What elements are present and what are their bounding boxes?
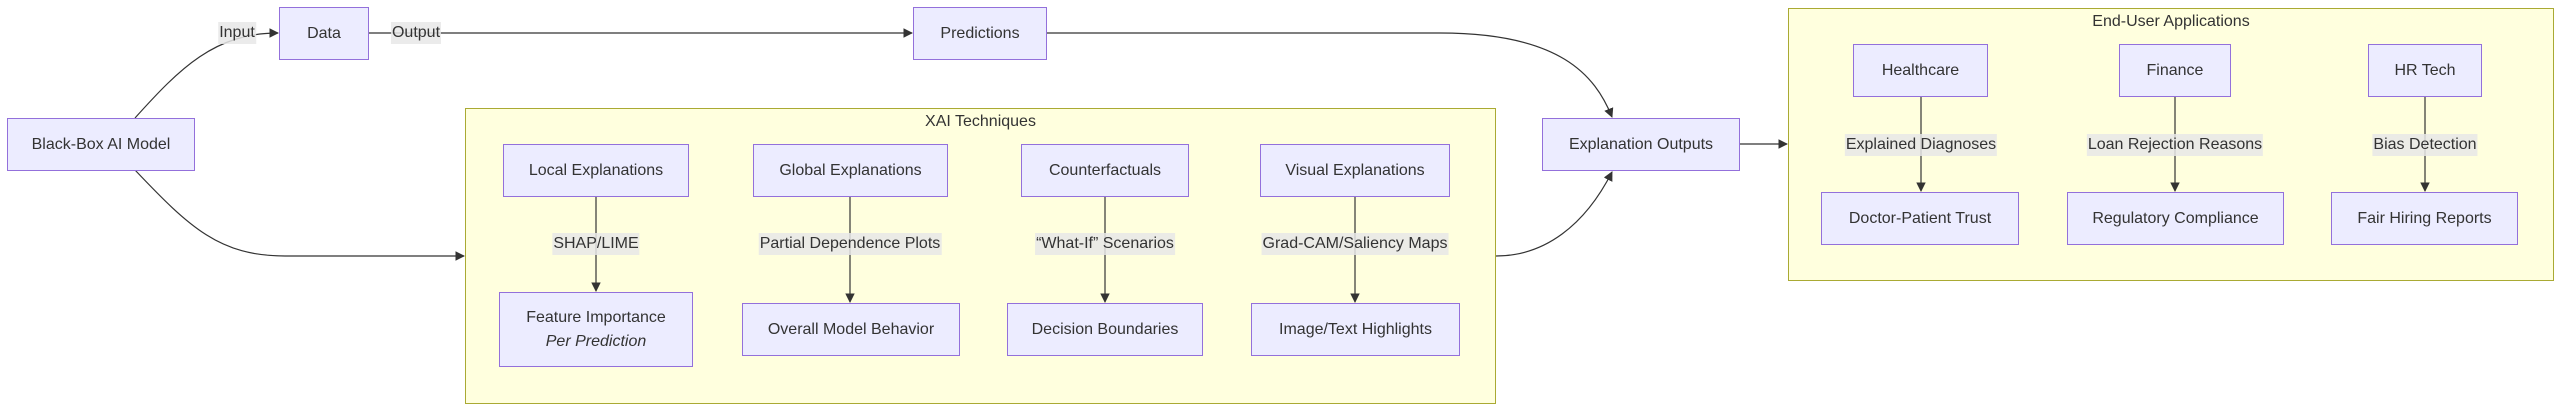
edge-model-to-data [134, 28, 279, 119]
healthcare-node[interactable]: Healthcare [1853, 44, 1988, 97]
node-label: HR Tech [2394, 61, 2456, 79]
node-label: Local Explanations [528, 161, 664, 179]
counterfactuals-node[interactable]: Counterfactuals [1021, 144, 1189, 197]
global-explanations-node[interactable]: Global Explanations [753, 144, 948, 197]
fair-hiring-reports-node[interactable]: Fair Hiring Reports [2331, 192, 2518, 245]
regulatory-compliance-node[interactable]: Regulatory Compliance [2067, 192, 2284, 245]
image-text-highlights-node[interactable]: Image/Text Highlights [1251, 303, 1460, 356]
node-label: Data [307, 24, 341, 42]
doctor-patient-trust-node[interactable]: Doctor-Patient Trust [1821, 192, 2019, 245]
explanation-outputs-node[interactable]: Explanation Outputs [1542, 118, 1740, 171]
overall-model-behavior-node[interactable]: Overall Model Behavior [742, 303, 960, 356]
node-label: Doctor-Patient Trust [1848, 209, 1992, 227]
node-label: Overall Model Behavior [767, 320, 935, 338]
edge-predictions-to-outputs [1046, 32, 1614, 118]
node-label: Black-Box AI Model [31, 135, 171, 153]
node-label: Decision Boundaries [1031, 320, 1179, 338]
node-label: Visual Explanations [1285, 161, 1425, 179]
node-label: Counterfactuals [1048, 161, 1162, 179]
edge-label-what-if: “What-If” Scenarios [1035, 233, 1175, 255]
node-label: Healthcare [1881, 61, 1960, 79]
edge-label-explained-diagnoses: Explained Diagnoses [1844, 134, 1998, 156]
node-label: Finance [2146, 61, 2204, 79]
node-label: Regulatory Compliance [2092, 209, 2259, 227]
node-label: Image/Text Highlights [1279, 320, 1432, 338]
edge-xai-to-outputs [1495, 171, 1613, 257]
edge-model-to-xai [134, 169, 465, 261]
node-label: Feature Importance [526, 308, 666, 326]
node-label: Global Explanations [779, 161, 922, 179]
node-label: Predictions [940, 24, 1020, 42]
black-box-ai-model-node[interactable]: Black-Box AI Model [7, 118, 195, 171]
local-explanations-node[interactable]: Local Explanations [503, 144, 689, 197]
edge-label-input: Input [218, 22, 256, 44]
edge-label-partial-dependence: Partial Dependence Plots [758, 233, 942, 255]
edge-label-shap-lime: SHAP/LIME [552, 233, 640, 255]
cluster-title: End-User Applications [2092, 13, 2250, 30]
decision-boundaries-node[interactable]: Decision Boundaries [1007, 303, 1203, 356]
node-label: Fair Hiring Reports [2357, 209, 2492, 227]
edge-label-grad-cam: Grad-CAM/Saliency Maps [1261, 233, 1449, 255]
finance-node[interactable]: Finance [2119, 44, 2231, 97]
edge-label-output: Output [390, 22, 442, 44]
edge-label-bias-detection: Bias Detection [2372, 134, 2478, 156]
predictions-node[interactable]: Predictions [913, 7, 1047, 60]
cluster-title: XAI Techniques [925, 113, 1036, 130]
node-sublabel: Per Prediction [545, 332, 647, 350]
feature-importance-node[interactable]: Feature Importance Per Prediction [499, 292, 693, 367]
visual-explanations-node[interactable]: Visual Explanations [1260, 144, 1450, 197]
node-label: Explanation Outputs [1568, 135, 1714, 153]
hr-tech-node[interactable]: HR Tech [2368, 44, 2482, 97]
data-node[interactable]: Data [279, 7, 369, 60]
edge-label-loan-rejection: Loan Rejection Reasons [2086, 134, 2264, 156]
